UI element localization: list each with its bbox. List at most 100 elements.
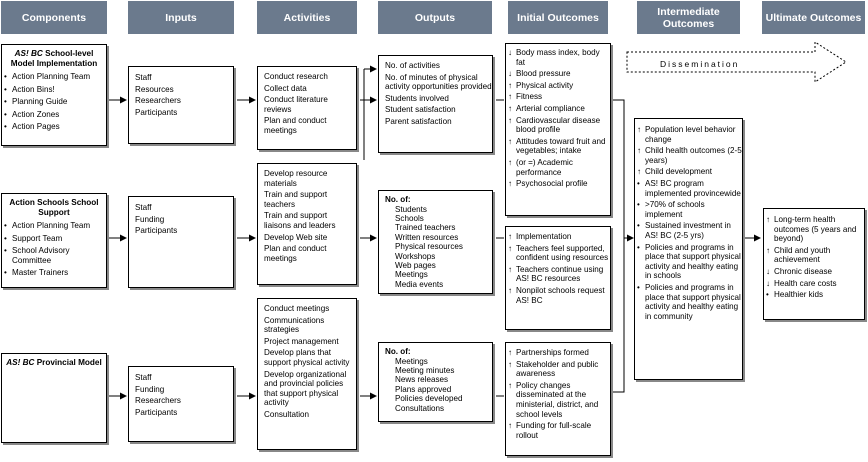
list-item: Develop Web site xyxy=(264,232,328,242)
list-item: Staff xyxy=(135,73,152,82)
list-item: Action Pages xyxy=(2,122,106,132)
list-item: ↑Nonpilot schools request AS! BC xyxy=(508,285,605,305)
bullet-icon: • xyxy=(637,242,640,252)
up-arrow-icon: ↑ xyxy=(508,115,512,125)
list-item: ↑(or =) Academic performance xyxy=(508,157,573,177)
list-item: Researchers xyxy=(135,96,181,106)
list-item: ↑Arterial compliance xyxy=(508,103,585,113)
list-item: ↓Body mass index, body fat xyxy=(508,48,600,67)
header-components: Components xyxy=(1,1,107,34)
list-item: Planning Guide xyxy=(2,97,106,107)
list-item: Written resources xyxy=(395,232,459,242)
list-item: Collect data xyxy=(264,83,307,93)
bullet-icon: • xyxy=(637,282,640,292)
initial-outcomes-provincial: ↑Partnerships formed ↑Stakeholder and pu… xyxy=(505,342,611,456)
list-item: Master Trainers xyxy=(2,268,106,278)
up-arrow-icon: ↑ xyxy=(508,359,512,369)
component-school-level: AS! BC School-level Model Implementation… xyxy=(1,44,107,146)
up-arrow-icon: ↑ xyxy=(637,167,641,177)
list-item: ↓Chronic disease xyxy=(766,266,833,276)
list-item: Plan and conduct meetings xyxy=(264,244,327,263)
up-arrow-icon: ↑ xyxy=(508,285,512,295)
list-item: Plan and conduct meetings xyxy=(264,116,327,135)
initial-outcomes-support: ↑Implementation ↑Teachers feel supported… xyxy=(505,226,611,330)
list-item: ↑Attitudes toward fruit and vegetables; … xyxy=(508,136,606,156)
list-item: Trained teachers xyxy=(395,223,456,233)
up-arrow-icon: ↑ xyxy=(766,215,770,224)
up-arrow-icon: ↑ xyxy=(766,245,770,255)
activities-support: Develop resource materials Train and sup… xyxy=(257,163,357,285)
list-item: ↑Population level behavior change xyxy=(637,125,736,144)
list-item: Develop plans that support physical acti… xyxy=(264,348,350,367)
list-item: ↑Policy changes disseminated at the mini… xyxy=(508,380,599,419)
bracket-initial xyxy=(612,99,625,393)
up-arrow-icon: ↑ xyxy=(508,92,512,102)
component-provincial: AS! BC Provincial Model xyxy=(1,353,107,443)
component-title: AS! BC Provincial Model xyxy=(6,358,102,367)
component-list: Action Planning Team Action Bins! Planni… xyxy=(2,72,106,132)
outputs-school: No. of activities No. of minutes of phys… xyxy=(378,55,493,153)
up-arrow-icon: ↑ xyxy=(508,264,512,274)
list-item: Consultation xyxy=(264,409,309,419)
list-item: Parent satisfaction xyxy=(385,116,452,126)
list-item: Action Bins! xyxy=(2,85,106,95)
up-arrow-icon: ↑ xyxy=(508,421,512,431)
list-item: Plans approved xyxy=(395,384,452,394)
list-item: Communications strategies xyxy=(264,315,325,335)
list-item: No. of activities xyxy=(385,61,440,70)
bullet-icon: • xyxy=(637,178,640,188)
list-item: Web pages xyxy=(395,261,436,271)
outputs-prefix: No. of: xyxy=(385,195,411,204)
down-arrow-icon: ↓ xyxy=(766,266,770,276)
up-arrow-icon: ↑ xyxy=(508,103,512,113)
list-item: ↑Partnerships formed xyxy=(508,348,589,357)
list-item: Conduct research xyxy=(264,72,328,81)
list-item: ↑Teachers continue using AS! BC resource… xyxy=(508,264,604,284)
header-outputs: Outputs xyxy=(378,1,492,34)
dissemination-arrow xyxy=(626,41,847,83)
header-ultimate-outcomes: Ultimate Outcomes xyxy=(762,1,865,34)
list-item: Participants xyxy=(135,407,178,417)
bullet-icon: • xyxy=(766,290,769,300)
up-arrow-icon: ↑ xyxy=(508,157,512,167)
list-item: Develop resource materials xyxy=(264,169,328,188)
list-item: ↑Psychosocial profile xyxy=(508,179,588,189)
list-item: ↑Implementation xyxy=(508,232,572,241)
up-arrow-icon: ↑ xyxy=(508,179,512,189)
header-activities: Activities xyxy=(257,1,357,34)
down-arrow-icon: ↓ xyxy=(766,278,770,288)
list-item: Consultations xyxy=(395,403,445,413)
list-item: Train and support liaisons and leaders xyxy=(264,211,336,230)
list-item: Conduct meetings xyxy=(264,304,330,313)
list-item: School Advisory Committee xyxy=(2,246,106,265)
list-item: •Healthier kids xyxy=(766,290,824,300)
component-title: Action Schools School Support xyxy=(9,198,99,217)
outputs-provincial: No. of: Meetings Meeting minutes News re… xyxy=(378,342,493,422)
list-item: Physical resources xyxy=(395,242,463,252)
list-item: ↓Blood pressure xyxy=(508,69,571,79)
bullet-icon: • xyxy=(637,221,640,231)
list-item: Workshops xyxy=(395,251,436,261)
list-item: Project management xyxy=(264,336,339,346)
header-initial-outcomes: Initial Outcomes xyxy=(508,1,608,34)
list-item: Students involved xyxy=(385,93,449,103)
list-item: ↑Teachers feel supported, confident usin… xyxy=(508,243,609,263)
outputs-prefix: No. of: xyxy=(385,347,411,356)
list-item: Students xyxy=(395,204,427,214)
up-arrow-icon: ↑ xyxy=(508,243,512,253)
list-item: •Policies and programs in place that sup… xyxy=(637,242,741,281)
component-title: AS! BC School-level Model Implementation xyxy=(10,49,98,68)
list-item: •>70% of schools implement xyxy=(637,200,705,219)
down-arrow-icon: ↓ xyxy=(508,69,512,79)
up-arrow-icon: ↑ xyxy=(508,80,512,90)
list-item: Funding xyxy=(135,384,165,394)
list-item: Conduct literature reviews xyxy=(264,95,328,114)
list-item: ↑Stakeholder and public awareness xyxy=(508,359,599,379)
dissemination-label: Dissemination xyxy=(660,59,740,69)
list-item: Train and support teachers xyxy=(264,190,328,209)
list-item: •AS! BC program implemented provincewide xyxy=(637,178,741,198)
list-item: Participants xyxy=(135,226,178,236)
up-arrow-icon: ↑ xyxy=(637,146,641,156)
up-arrow-icon: ↑ xyxy=(637,125,641,134)
